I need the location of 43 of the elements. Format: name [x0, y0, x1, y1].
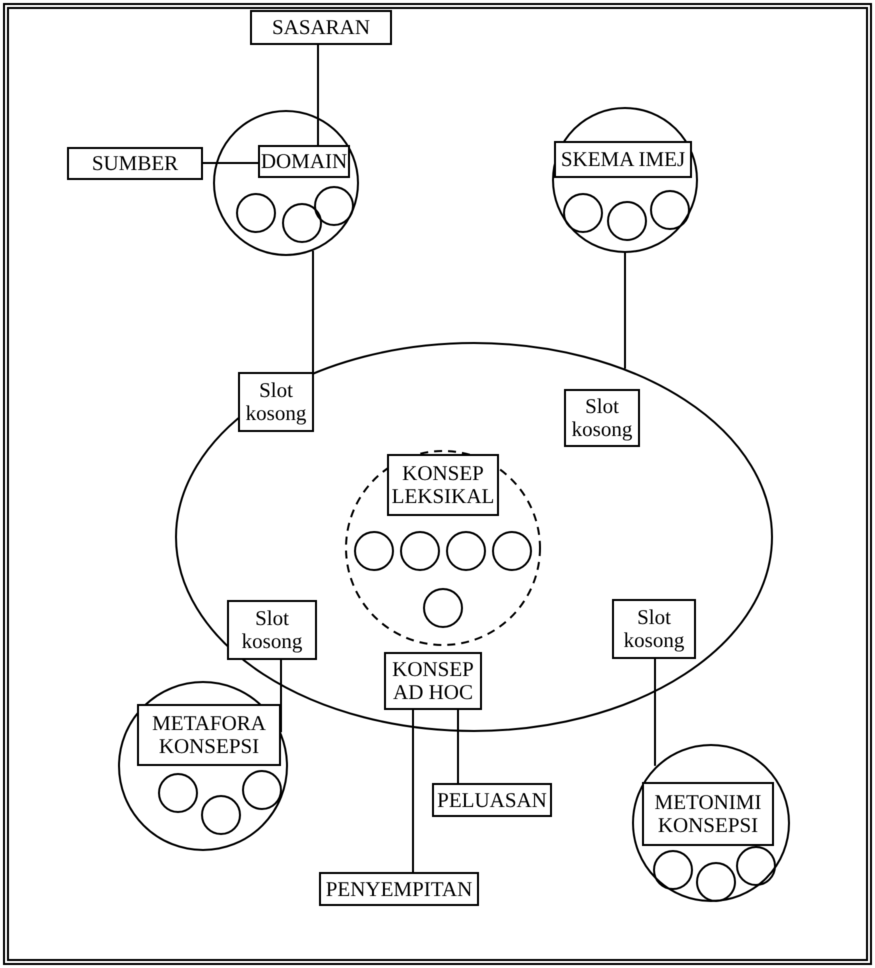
- small-circle: [282, 203, 322, 243]
- connector-line: [312, 250, 314, 373]
- small-circle: [650, 190, 690, 230]
- small-circle: [354, 531, 394, 571]
- small-circle: [242, 770, 282, 810]
- circle: [118, 681, 288, 851]
- small-circle: [201, 795, 241, 835]
- small-circle: [607, 201, 647, 241]
- connector-line: [203, 162, 258, 164]
- small-circle: [653, 850, 693, 890]
- concept-box: DOMAIN: [258, 145, 350, 178]
- dashed-circle: [345, 450, 541, 646]
- small-circle: [423, 588, 463, 628]
- connector-line: [412, 710, 414, 872]
- circle: [552, 107, 698, 253]
- concept-box: Slot kosong: [227, 600, 317, 660]
- small-circle: [696, 862, 736, 902]
- small-circle: [400, 531, 440, 571]
- connector-line: [654, 659, 656, 766]
- concept-box: PENYEMPITAN: [319, 872, 479, 906]
- concept-box: PELUASAN: [432, 783, 552, 817]
- concept-box: SKEMA IMEJ: [554, 141, 692, 178]
- connector-line: [317, 45, 319, 145]
- small-circle: [563, 193, 603, 233]
- small-circle: [314, 186, 354, 226]
- concept-box: Slot kosong: [238, 372, 314, 432]
- small-circle: [236, 193, 276, 233]
- concept-box: KONSEP LEKSIKAL: [387, 454, 499, 516]
- circle: [213, 110, 359, 256]
- connector-line: [624, 253, 626, 369]
- concept-box: METAFORA KONSEPSI: [137, 704, 281, 766]
- concept-box: Slot kosong: [612, 599, 696, 659]
- connector-line: [457, 710, 459, 783]
- small-circle: [492, 531, 532, 571]
- concept-box: KONSEP AD HOC: [384, 652, 482, 710]
- small-circle: [158, 773, 198, 813]
- small-circle: [736, 846, 776, 886]
- small-circle: [446, 531, 486, 571]
- concept-box: SASARAN: [250, 10, 392, 45]
- concept-box: SUMBER: [67, 147, 203, 180]
- concept-box: METONIMI KONSEPSI: [642, 782, 774, 846]
- circle: [632, 742, 790, 904]
- concept-box: Slot kosong: [564, 389, 640, 447]
